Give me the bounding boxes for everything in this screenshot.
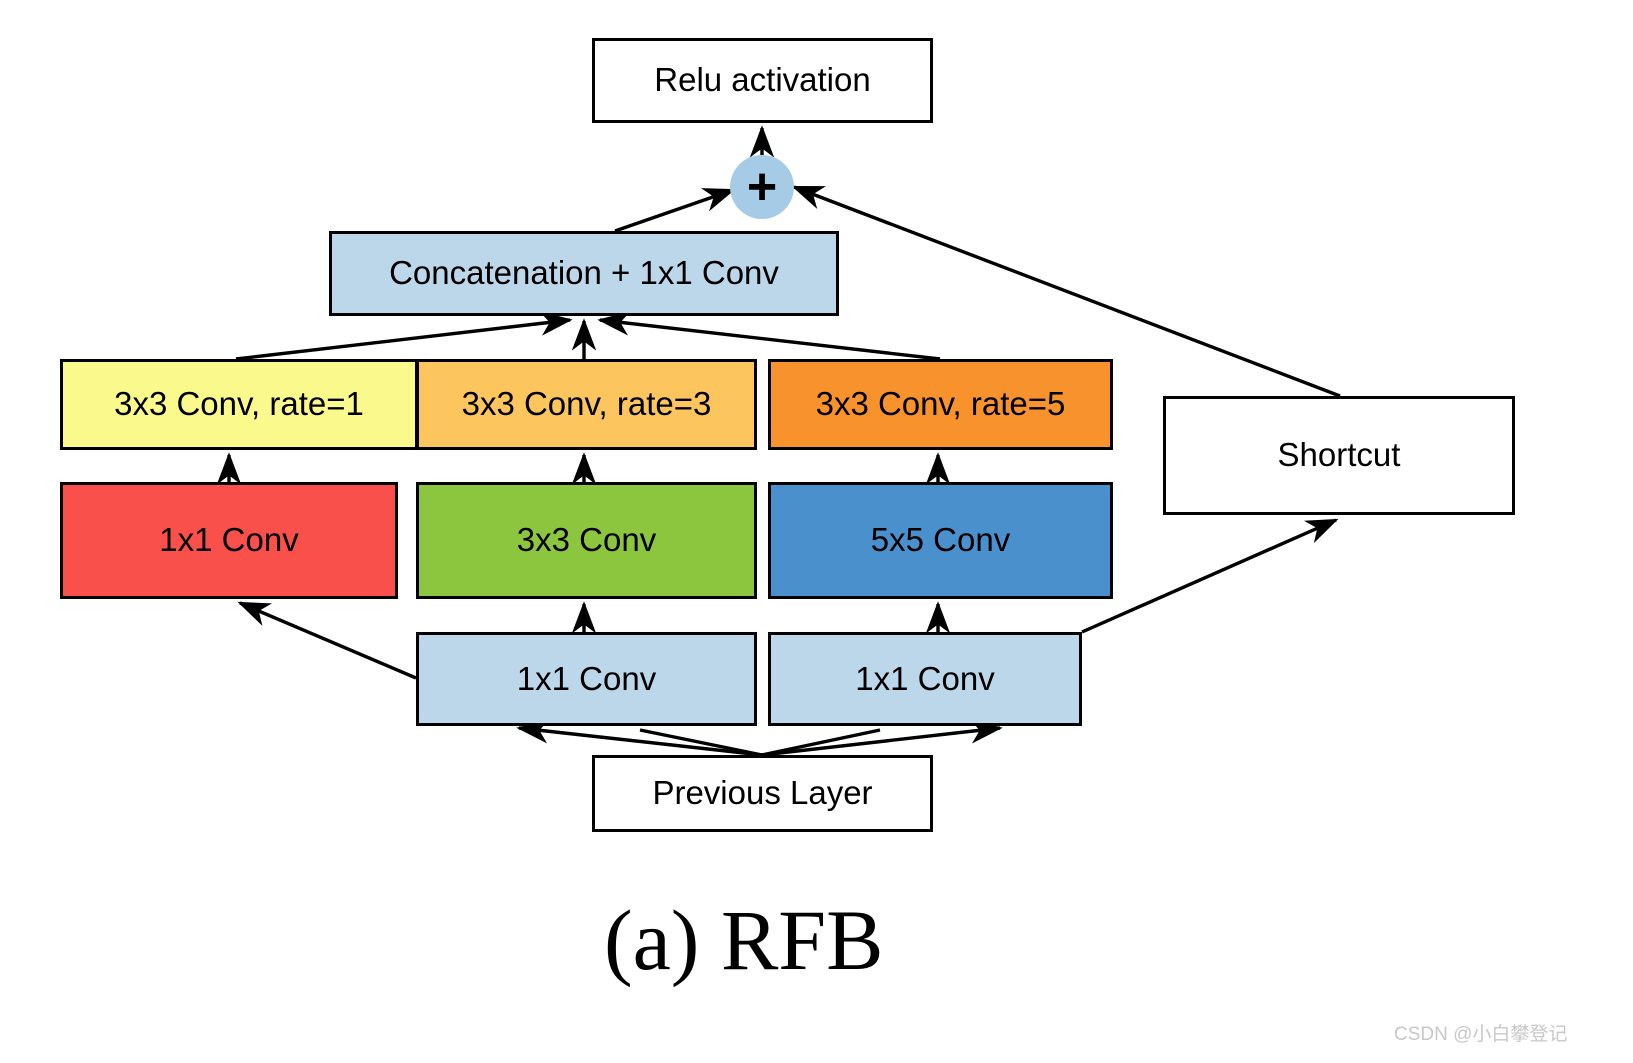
node-bottleneck-conv1x1-right[interactable]: 1x1 Conv bbox=[768, 632, 1082, 726]
node-label: Shortcut bbox=[1277, 436, 1401, 474]
node-previous-layer[interactable]: Previous Layer bbox=[592, 755, 933, 832]
node-concatenation[interactable]: Concatenation + 1x1 Conv bbox=[329, 231, 839, 316]
node-label: 3x3 Conv bbox=[516, 521, 657, 559]
node-label: 3x3 Conv, rate=3 bbox=[461, 385, 712, 423]
edge-previous-fan-right bbox=[761, 728, 881, 757]
edge-rate5-to-concat bbox=[597, 311, 941, 361]
figure-caption: (a) RFB bbox=[604, 892, 884, 988]
node-conv1x1-left[interactable]: 1x1 Conv bbox=[60, 482, 398, 599]
node-conv3x3-rate5[interactable]: 3x3 Conv, rate=5 bbox=[768, 359, 1113, 450]
node-conv5x5[interactable]: 5x5 Conv bbox=[768, 482, 1113, 599]
edge-bottleneck-left-to-conv1x1 bbox=[237, 601, 417, 680]
node-shortcut[interactable]: Shortcut bbox=[1163, 396, 1515, 515]
node-label: 3x3 Conv, rate=1 bbox=[114, 385, 364, 423]
node-label: 1x1 Conv bbox=[516, 659, 657, 697]
node-label: 5x5 Conv bbox=[870, 521, 1011, 559]
node-bottleneck-conv1x1-left[interactable]: 1x1 Conv bbox=[416, 632, 757, 726]
node-label: Previous Layer bbox=[652, 774, 873, 812]
edge-concat-to-add bbox=[614, 188, 736, 233]
edge-bottleneck-right-to-shortcut bbox=[1081, 518, 1339, 634]
node-relu-activation[interactable]: Relu activation bbox=[592, 38, 933, 123]
node-conv3x3-rate3[interactable]: 3x3 Conv, rate=3 bbox=[416, 359, 757, 450]
edge-previous-to-bottleneck-left bbox=[516, 719, 763, 757]
node-conv3x3[interactable]: 3x3 Conv bbox=[416, 482, 757, 599]
node-label: 1x1 Conv bbox=[159, 521, 299, 559]
edge-previous-fan-left bbox=[639, 728, 763, 757]
plus-icon: + bbox=[746, 158, 778, 216]
csdn-watermark: CSDN @小白攀登记 bbox=[1394, 1024, 1568, 1045]
edge-previous-to-bottleneck-right bbox=[761, 719, 1003, 757]
node-label: Concatenation + 1x1 Conv bbox=[389, 254, 779, 292]
node-label: 1x1 Conv bbox=[855, 659, 995, 697]
node-conv3x3-rate1[interactable]: 3x3 Conv, rate=1 bbox=[60, 359, 418, 450]
edge-rate1-to-concat bbox=[235, 311, 573, 361]
node-label: Relu activation bbox=[654, 61, 871, 99]
node-add-operator[interactable]: + bbox=[730, 155, 794, 219]
node-label: 3x3 Conv, rate=5 bbox=[815, 385, 1066, 423]
